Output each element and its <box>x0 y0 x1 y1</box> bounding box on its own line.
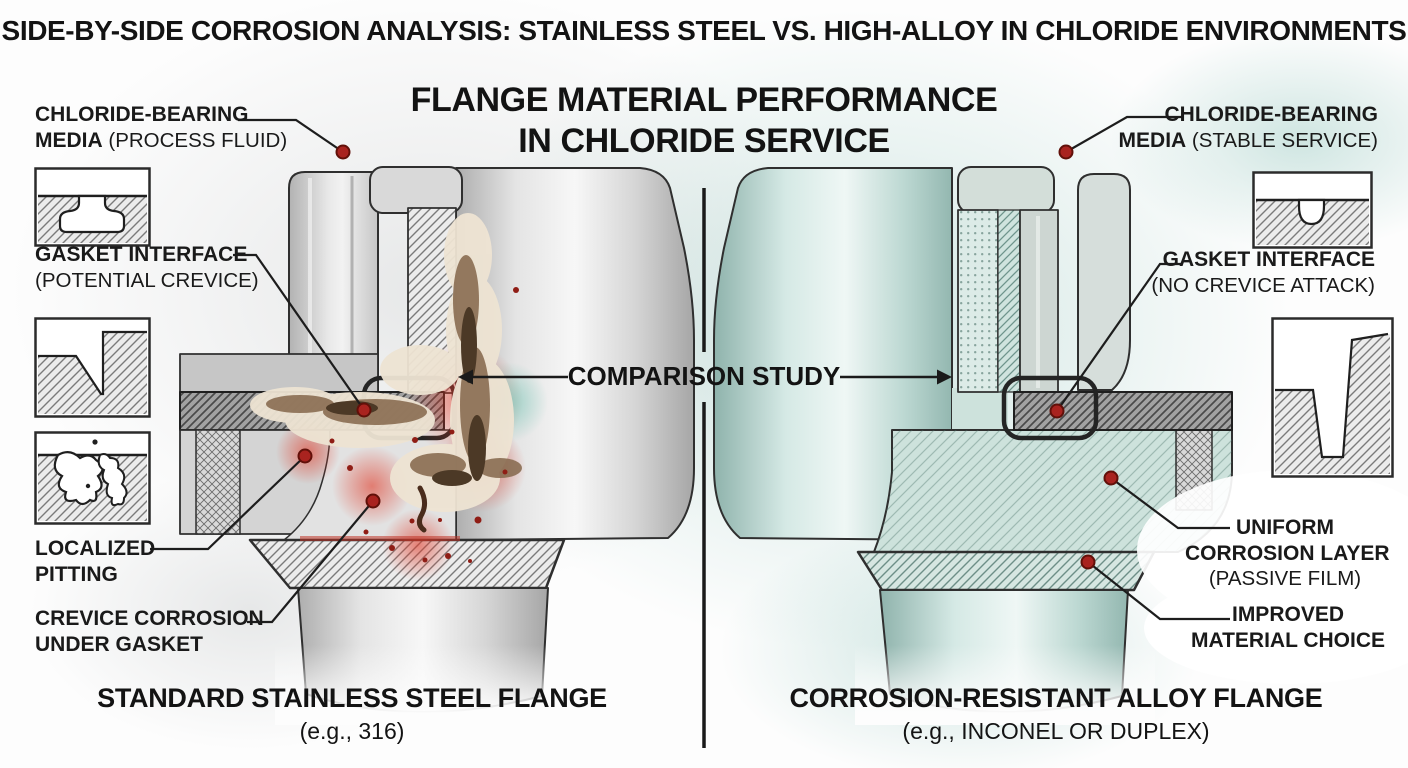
inset-v-notch-profile <box>34 317 151 418</box>
corrosion-point-marker <box>1058 144 1074 160</box>
leader-line <box>233 253 365 411</box>
outer-wall <box>1077 173 1131 391</box>
leader-line <box>238 118 344 153</box>
leader-line <box>1065 115 1184 153</box>
comparison-arrow-right-icon <box>840 369 952 385</box>
right-flange-illustration <box>713 166 1408 725</box>
page-title: SIDE-BY-SIDE CORROSION ANALYSIS: STAINLE… <box>1 15 1407 46</box>
left-flange-caption: STANDARD STAINLESS STEEL FLANGE (e.g., 3… <box>0 683 704 745</box>
callout-text: (NO CREVICE ATTACK) <box>1151 273 1375 297</box>
callout-uniform-corrosion-layer: UNIFORM CORROSION LAYER (PASSIVE FILM) <box>1185 515 1390 592</box>
left-caption-subtitle: (e.g., 316) <box>299 718 405 744</box>
right-caption-title: CORROSION-RESISTANT ALLOY FLANGE <box>789 683 1323 713</box>
callout-text: (POTENTIAL CREVICE) <box>35 268 259 292</box>
comparison-study-label: COMPARISON STUDY <box>567 361 841 391</box>
callout-text: UNIFORM <box>1236 516 1334 539</box>
callout-text: (PASSIVE FILM) <box>1208 567 1362 591</box>
callout-text: PITTING <box>35 562 118 586</box>
callout-gasket-interface-right: GASKET INTERFACE (NO CREVICE ATTACK) <box>1151 247 1375 298</box>
diagram-title: FLANGE MATERIAL PERFORMANCE IN CHLORIDE … <box>354 80 1054 162</box>
label-backdrop <box>1144 572 1408 684</box>
bolt-section <box>195 429 241 535</box>
right-flange-caption: CORROSION-RESISTANT ALLOY FLANGE (e.g., … <box>704 683 1408 745</box>
inset-crevice-profile <box>34 167 151 247</box>
callout-chloride-media-left: CHLORIDE-BEARING MEDIA (PROCESS FLUID) <box>35 102 287 153</box>
callout-text: MEDIA <box>35 128 103 152</box>
corrosion-point-marker <box>1080 554 1096 570</box>
callout-localized-pitting: LOCALIZED PITTING <box>35 536 155 587</box>
corrosion-point-marker <box>1049 403 1065 419</box>
gasket-seat-outline <box>1001 375 1099 441</box>
callout-text: UNDER GASKET <box>35 632 204 656</box>
leader-line <box>1087 561 1230 621</box>
corrosion-point-markers <box>297 144 1119 570</box>
passive-film-hatch <box>874 430 1232 552</box>
gasket <box>1013 391 1233 431</box>
callout-text: (STABLE SERVICE) <box>1186 128 1378 152</box>
leader-line <box>247 500 374 624</box>
flange-ring-section <box>856 550 1156 592</box>
leader-line <box>1110 477 1230 530</box>
pipe-wall-section <box>997 209 1021 393</box>
leader-line <box>1056 262 1182 412</box>
callout-text: IMPROVED <box>1231 603 1344 626</box>
inset-pitting-profile <box>34 431 151 525</box>
weld-overlay-section <box>957 209 999 393</box>
diagram-title-line1: FLANGE MATERIAL PERFORMANCE <box>410 81 998 119</box>
diagram-title-line2: IN CHLORIDE SERVICE <box>518 121 890 160</box>
corrosion-point-marker <box>356 402 372 418</box>
callout-text: CORROSION LAYER <box>1185 541 1390 565</box>
leader-lines <box>150 115 1230 624</box>
callout-chloride-media-right: CHLORIDE-BEARING MEDIA (STABLE SERVICE) <box>1119 102 1378 153</box>
callout-text: CREVICE CORROSION <box>35 607 264 630</box>
left-flange-illustration <box>179 166 695 725</box>
corrosion-point-marker <box>335 144 351 160</box>
hub-fill <box>952 388 1008 432</box>
callout-text: (PROCESS FLUID) <box>102 128 288 152</box>
comparison-arrow-left-icon <box>458 369 568 385</box>
inset-rounded-groove-profile <box>1252 171 1373 249</box>
raised-face <box>369 166 463 214</box>
callout-text: MEDIA <box>1118 128 1187 152</box>
corrosion-point-marker <box>365 493 381 509</box>
callout-improved-material-choice: IMPROVED MATERIAL CHOICE <box>1190 602 1386 653</box>
callout-text: MATERIAL CHOICE <box>1190 628 1386 652</box>
corrosion-point-marker <box>297 448 313 464</box>
callout-text: LOCALIZED <box>35 537 156 560</box>
left-caption-title: STANDARD STAINLESS STEEL FLANGE <box>97 683 607 713</box>
corrosion-point-marker <box>1103 470 1119 486</box>
callout-crevice-corrosion: CREVICE CORROSION UNDER GASKET <box>35 606 264 657</box>
right-caption-subtitle: (e.g., INCONEL OR DUPLEX) <box>902 718 1210 744</box>
leader-line <box>150 455 306 551</box>
callout-text: GASKET INTERFACE <box>35 243 248 266</box>
raised-face <box>957 166 1055 214</box>
corrosion-deposits <box>250 213 548 581</box>
callout-text: CHLORIDE-BEARING <box>35 103 249 126</box>
callout-text: CHLORIDE-BEARING <box>1164 103 1379 126</box>
inset-machined-groove-profile <box>1271 317 1394 478</box>
callout-gasket-interface-left: GASKET INTERFACE (POTENTIAL CREVICE) <box>35 242 259 293</box>
callout-text: GASKET INTERFACE <box>1162 248 1375 271</box>
